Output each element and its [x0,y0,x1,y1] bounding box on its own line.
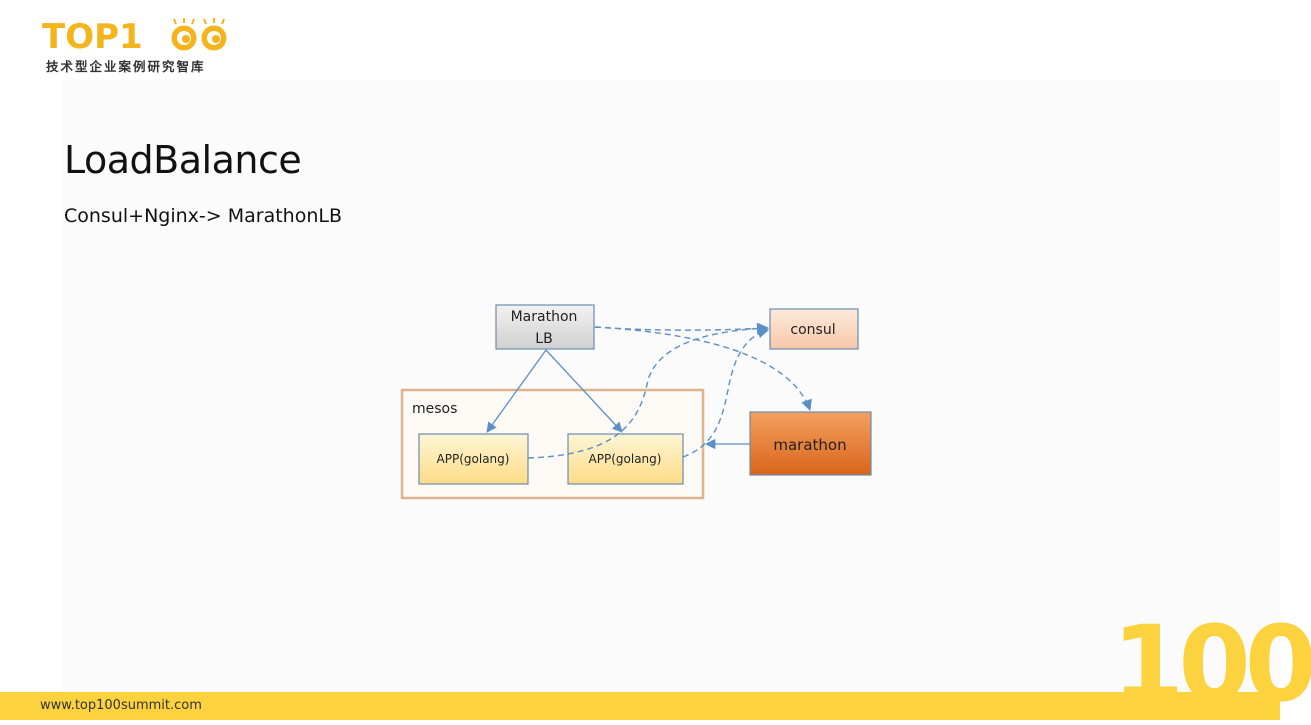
arrow-app1-to-consul [527,322,770,459]
marathon-label: marathon [773,436,846,454]
consul-label: consul [790,322,835,338]
arrow-lb-to-marathon [594,326,812,412]
slide-subtitle: Consul+Nginx-> MarathonLB [64,205,342,227]
arrow-lb-to-app2 [545,349,623,433]
logo-wordmark: TOP1 [42,17,143,57]
architecture-diagram: mesos Marathon LB consul marathon APP(go… [400,304,872,500]
marathon-node [749,411,872,476]
logo-subtitle: 技术型企业案例研究智库 [46,59,206,74]
mesos-label: mesos [412,401,457,417]
marathon-lb-node [495,304,595,350]
marathon-lb-label-line1: Marathon [511,309,578,325]
consul-node [769,308,859,350]
arrow-app2-to-consul [682,327,770,458]
footer-url[interactable]: www.top100summit.com [40,698,202,713]
arrow-lb-to-app1 [486,349,547,433]
top100-logo: TOP1 技术型企业案例研究智库 [42,16,252,76]
app-node-2 [567,433,684,485]
footer-bar: www.top100summit.com [0,692,1280,720]
logo-eyes-icon [171,18,227,51]
app-node-2-label: APP(golang) [589,452,662,466]
marathon-lb-label-line2: LB [535,331,552,347]
slide-title: LoadBalance [64,138,302,182]
app-node-1-label: APP(golang) [437,452,510,466]
slide-background [62,80,1280,692]
app-node-1 [418,433,529,485]
